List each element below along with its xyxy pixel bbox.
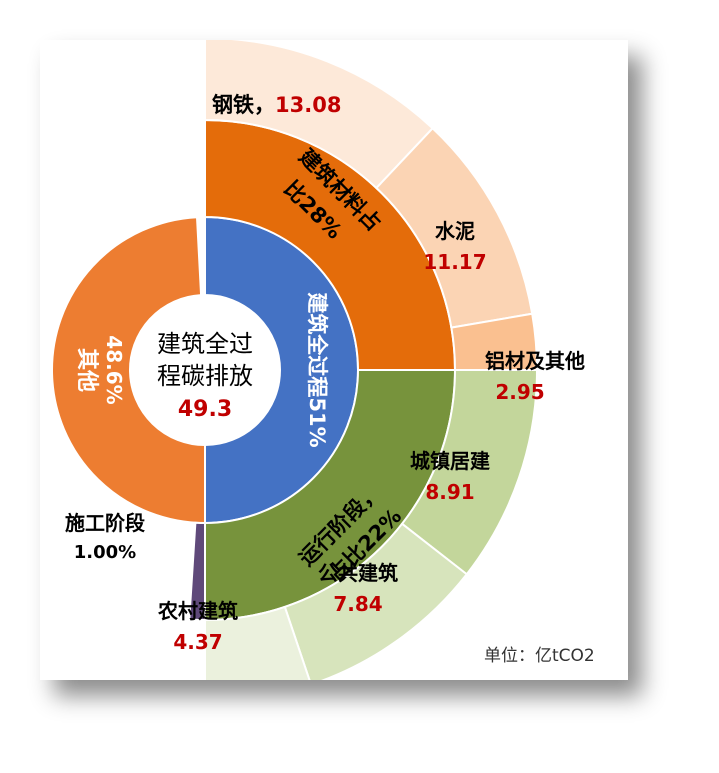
- middle-slice-construction: [188, 521, 206, 622]
- outer-label-urban-name: 城镇居建: [410, 449, 490, 473]
- outer-label-public-value: 7.84: [333, 592, 382, 616]
- inner-label-other-pct: 48.6%: [102, 335, 126, 404]
- construction-label: 施工阶段: [65, 511, 145, 535]
- outer-slice-operation-2: [204, 605, 311, 680]
- center-value: 49.3: [178, 397, 232, 422]
- unit-label: 单位：亿tCO2: [484, 646, 595, 666]
- inner-label-whole-process: 建筑全过程51%: [305, 292, 329, 447]
- outer-label-rural-name: 农村建筑: [157, 599, 238, 623]
- outer-label-steel-value: 13.08: [275, 93, 341, 117]
- inner-label-other-name: 其他: [74, 348, 99, 392]
- outer-label-aluminum-value: 2.95: [495, 380, 544, 404]
- outer-label-aluminum-name: 铝材及其他: [485, 349, 585, 373]
- center-title-line1: 建筑全过: [157, 330, 253, 358]
- center-title-line2: 程碳排放: [157, 362, 253, 390]
- outer-label-cement-value: 11.17: [423, 250, 486, 274]
- outer-label-urban-value: 8.91: [425, 480, 474, 504]
- construction-value: 1.00%: [74, 542, 136, 563]
- outer-label-rural-value: 4.37: [173, 630, 222, 654]
- outer-label-steel-name: 钢铁，: [212, 93, 275, 117]
- inner-slice-other: [51, 216, 206, 525]
- outer-label-public-name: 公共建筑: [318, 561, 398, 585]
- outer-label-cement-name: 水泥: [435, 219, 475, 243]
